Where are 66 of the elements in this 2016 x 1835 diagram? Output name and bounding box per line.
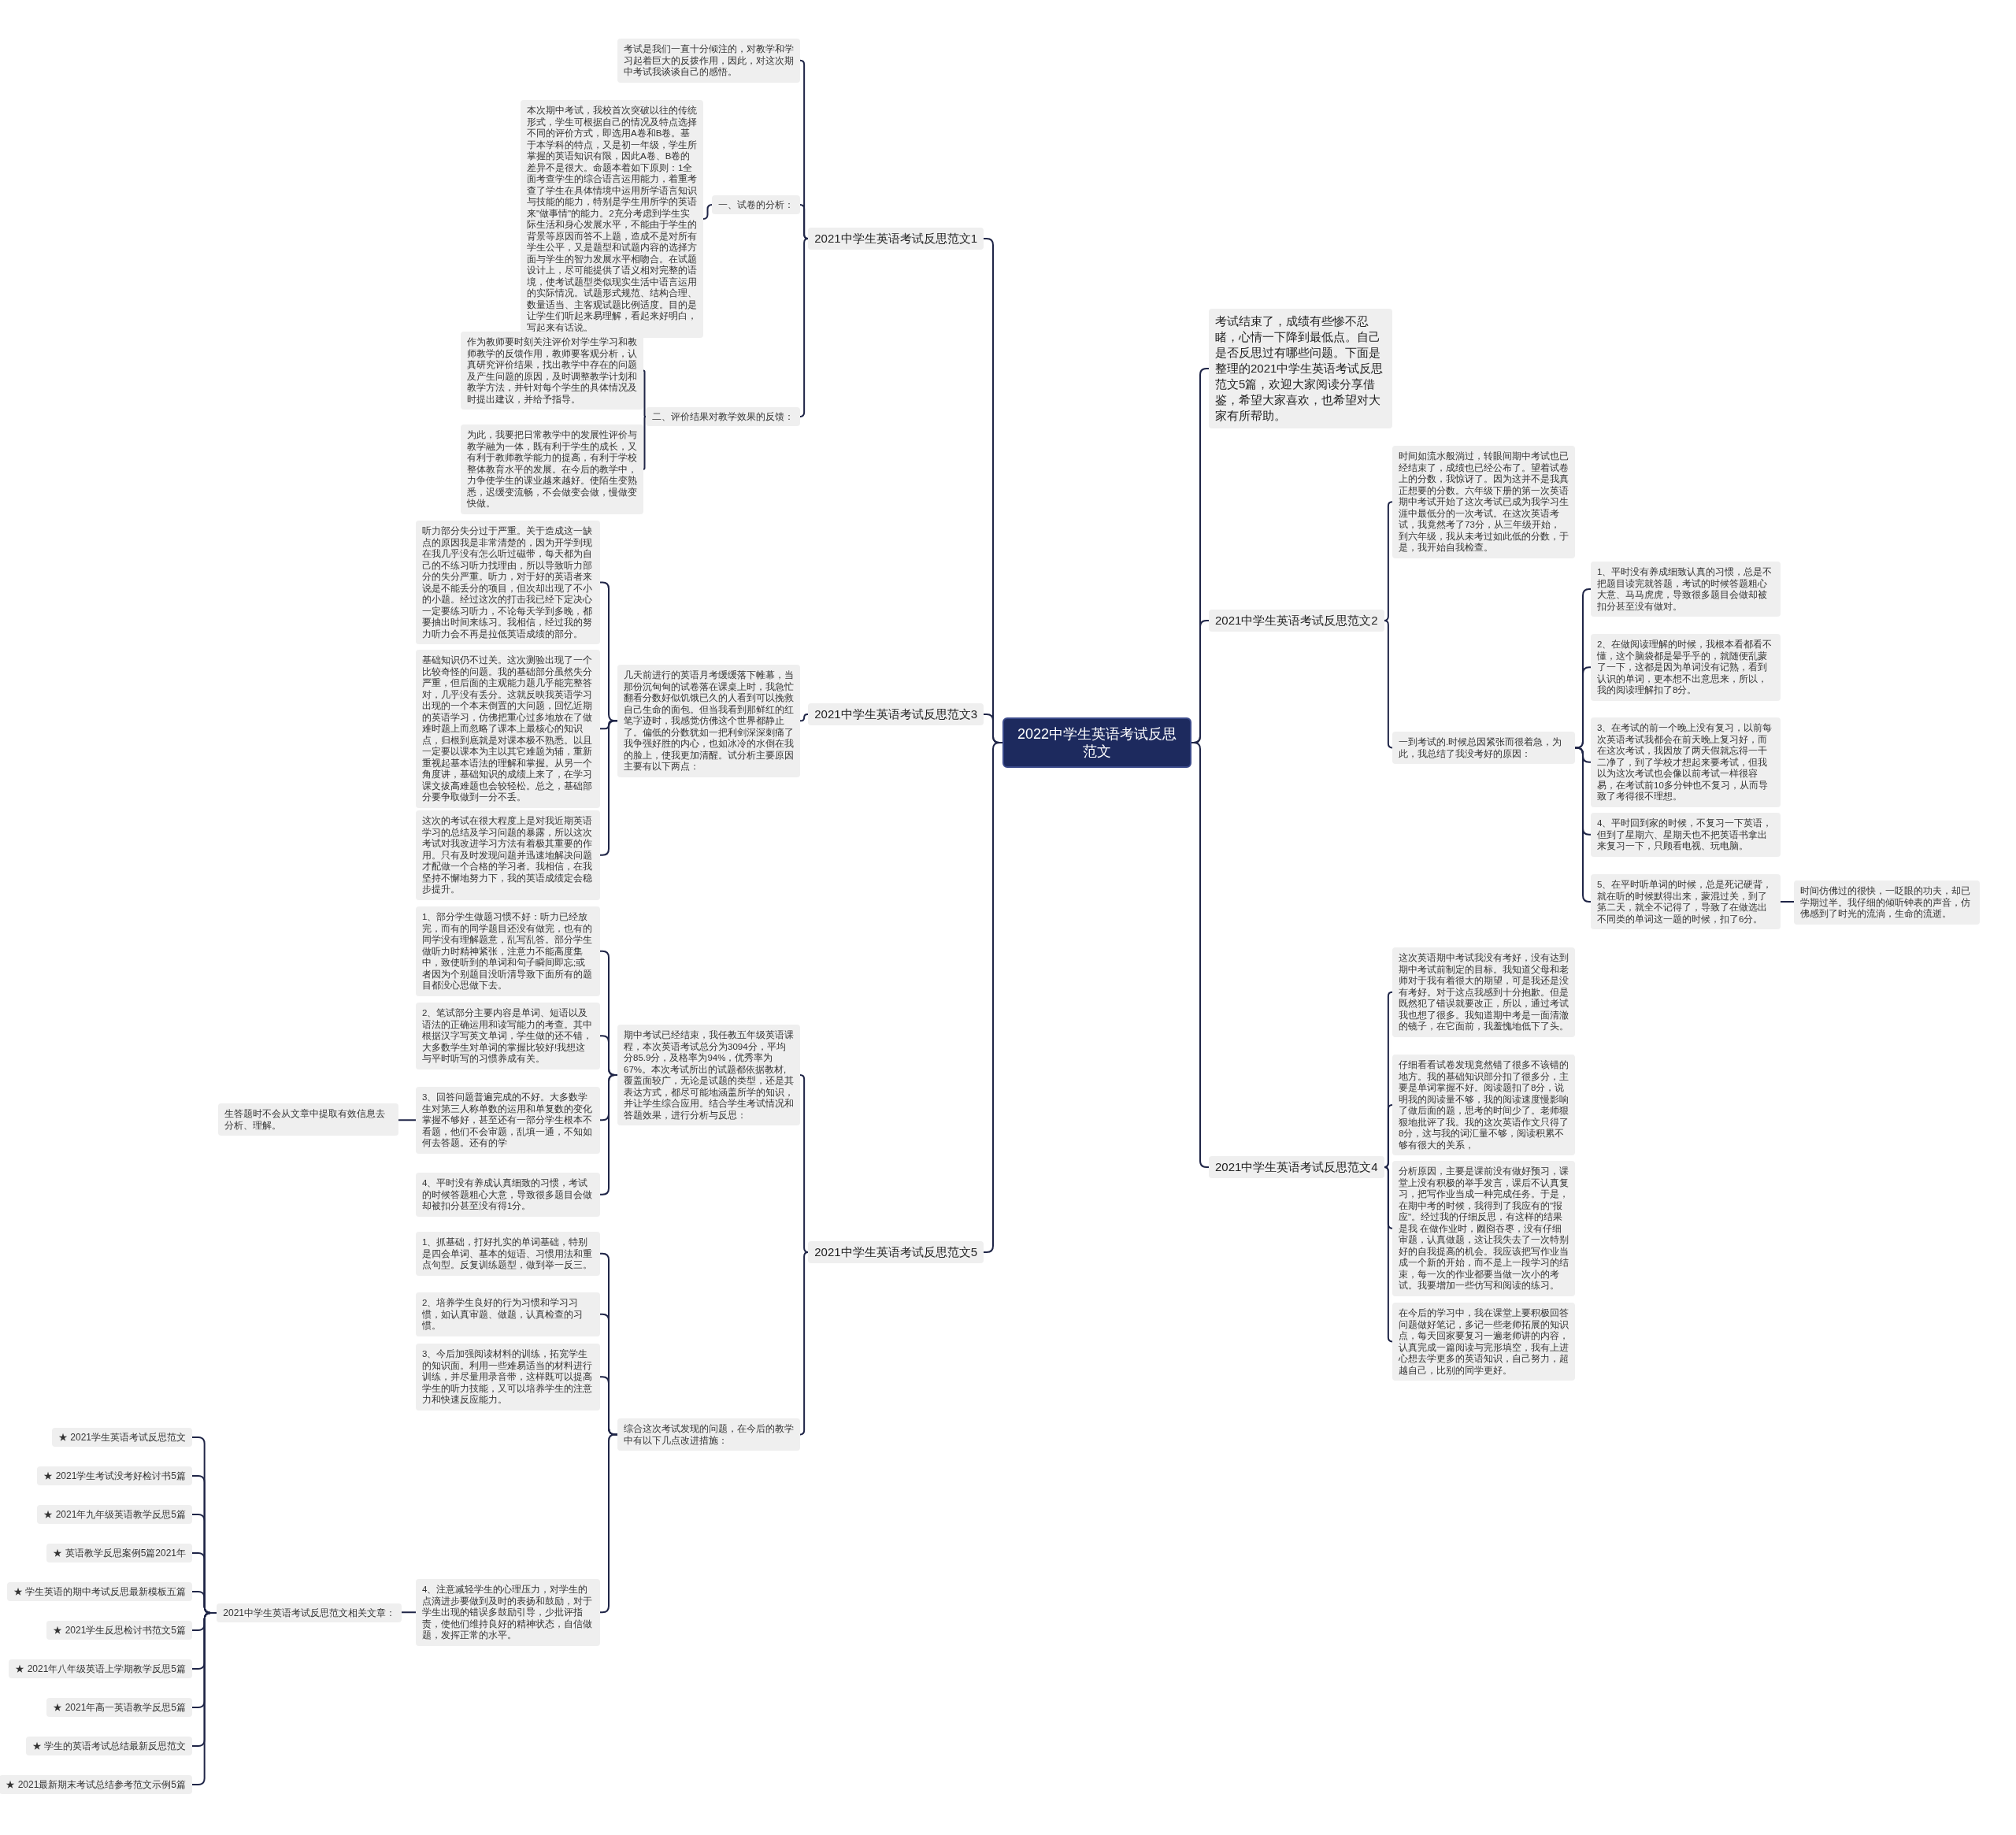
intro-note: 考试结束了，成绩有些惨不忍睹，心情一下降到最低点。自己是否反思过有哪些问题。下面是整理的2021中学生英语考试反思范文5篇，欢迎大家阅读分享借鉴，希望大家喜欢，也希望对大家有所帮助。	[1209, 309, 1392, 428]
text-note: 这次英语期中考试我没有考好，没有达到期中考试前制定的目标。我知道父母和老师对于我有着很大的期望，可是我还是没有考好。对于这点我感到十分抱歉。但是既然犯了错误就要改正，所以，通过考试我也想了很多。我知道期中考是一面清澈的镜子，在它面前，我羞愧地低下了头。	[1392, 947, 1575, 1037]
text-note: 分析原因，主要是课前没有做好预习，课堂上没有积极的举手发言，课后不认真复习，把写作业当成一种完成任务。于是，在期中考的时候，我得到了我应有的"报应"。经过我的仔细反思，有这样的结果是我 在做作业时，囫囵吞枣，没有仔细审题，认真做题，这让我失去了一次特别好的自我提高的机会。我应该把写作业当成一个新的开始，而不是上一段学习的结束，每一次的作业都要当做一次小的考试。我要增加一些仿写和阅读的练习。	[1392, 1161, 1575, 1296]
text-note: 4、平时没有养成认真细致的习惯，考试的时候答题粗心大意，导致很多题目会做却被扣分甚至没有得1分。	[416, 1173, 600, 1217]
text-note: 听力部分失分过于严重。关于造成这一缺点的原因我是非常清楚的，因为开学到现在我几乎没有怎么听过磁带，每天都为自己的不练习听力找理由，所以导致听力部分的失分严重。听力，对于好的英语者来说是不能丢分的项目，但次却出现了不小的小题。经过这次的打击我已经下定决心一定要练习听力，不论每天学到多晚，都要抽出时间来练习。我相信，经过我的努力听力会不再是拉低英语成绩的部分。	[416, 521, 600, 644]
text-note: 几天前进行的英语月考缓缓落下帷幕，当那份沉甸甸的试卷落在课桌上时，我急忙翻看分数好似饥饿已久的人看到可以挽救自己生命的面包。但当我看到那鲜红的红笔字迹时，我感觉仿佛这个世界都静止了。偏低的分数犹如一把利剑深深刺痛了我争强好胜的内心，也如冰冷的水倒在我的脸上，使我更加清醒。试分析主要原因主要有以下两点：	[617, 665, 800, 777]
connector-line	[702, 204, 713, 220]
text-note: 期中考试已经结束，我任教五年级英语课程，本次英语考试总分为3094分，平均分85.9分，及格率为94%，优秀率为67%。本次考试所出的试题都依据教材,覆盖面较广，无论是试题的类型，还是其表达方式，都尽可能地涵盖所学的知识，并让学生综合应用。结合学生考试情况和答题效果，进行分析与反思：	[617, 1025, 800, 1125]
topic-label: ★ 英语教学反思案例5篇2021年	[46, 1544, 192, 1563]
topic-label: ★ 2021年八年级英语上学期教学反思5篇	[9, 1659, 192, 1678]
branch-topic: 2021中学生英语考试反思范文4	[1209, 1156, 1384, 1178]
branch-topic: 2021中学生英语考试反思范文5	[808, 1241, 984, 1263]
text-note: 这次的考试在很大程度上是对我近期英语学习的总结及学习问题的暴露，所以这次考试对我改进学习方法有着极其重要的作用。只有及时发现问题并迅速地解决问题才配做一个合格的学习者。我相信，在我坚持不懈地努力下，我的英语成绩定会稳步提升。	[416, 810, 600, 900]
text-note: 4、平时回到家的时候，不复习一下英语，但到了星期六、星期天也不把英语书拿出来复习一下，只顾看电视、玩电脑。	[1591, 813, 1781, 857]
connector-line	[643, 416, 647, 470]
connector-line	[1383, 1166, 1393, 1343]
connector-line	[1574, 747, 1592, 903]
connector-line	[398, 1119, 417, 1121]
text-note: 3、在考试的前一个晚上没有复习，以前每次英语考试我都会在前天晚上复习好，而在这次考试，我因放了两天假就忘得一干二净了，到了学校才想起来要考试，但我以为这次考试也会像以前考试一样很容易，在考试前10多分钟也不复习，从而导致了考得很不理想。	[1591, 717, 1781, 807]
topic-label: ★ 学生英语的期中考试反思最新模板五篇	[6, 1582, 192, 1601]
text-note: 5、在平时听单词的时候，总是死记硬背，就在听的时候默得出来，蒙混过关，到了第二天，就全不记得了，导致了在做选出不同类的单词这一题的时候，扣了6分。	[1591, 874, 1781, 929]
text-note: 时间如流水般淌过，转眼间期中考试也已经结束了，成绩也已经公布了。望着试卷上的分数，我惊讶了。因为这并不是我真正想要的分数。六年级下册的第一次英语期中考试开始了这次考试已成为我学习生涯中最低分的一次考试。在这次英语考试，我竟然考了73分，从三年级开始，到六年级，我从未考过如此低的分数，于是，我开始自我检查。	[1392, 446, 1575, 558]
topic-label: ★ 2021学生考试没考好检讨书5篇	[37, 1466, 192, 1485]
text-note: 1、部分学生做题习惯不好：听力已经放完，而有的同学题目还没有做完，也有的同学没有理解题意，乱写乱答。部分学生做听力时精神紧张，注意力不能高度集中，致使听到的单词和句子瞬间即忘;或者因为个别题目没听清导致下面所有的题目都没心思做下去。	[416, 906, 600, 996]
text-note: 2、笔试部分主要内容是单词、短语以及语法的正确运用和读写能力的考查。其中根据汉字写英文单词，学生做的还不错，大多数学生对单词的掌握比较好!我想这与平时听写的习惯养成有关。	[416, 1003, 600, 1069]
text-note: 基础知识仍不过关。这次测验出现了一个比较奇怪的问题。我的基础部分虽然失分严重，但后面的主观能力题几乎能完整答对，几乎没有丢分。这就反映我英语学习出现的一个本末倒置的大问题，回忆近期的英语学习，仿佛把重心过多地放在了做难时题上而忽略了课本上最核心的知识点，归根到底就是对课本极不熟悉。以且一定要以课本为主以其它难题为辅，重新重视起基本语法的理解和掌握。从另一个角度讲，基础知识的成绩上来了，在学习课文拔高难题也会较轻松。总之，基础部分要争取做到一分不丢。	[416, 650, 600, 808]
connector-line	[643, 369, 647, 417]
topic-label: ★ 2021年九年级英语教学反思5篇	[37, 1505, 192, 1524]
text-note: 作为教师要时刻关注评价对学生学习和教师教学的反馈作用，教师要客观分析，认真研究评价结果，找出教学中存在的问题及产生问题的原因，及时调整教学计划和教学方法，并针对每个学生的具体情况及时提出建议，并给予指导。	[461, 332, 643, 410]
text-note: 为此，我要把日常教学中的发展性评价与教学融为一体，既有利于学生的成长，又有利于教师教学能力的提高，有利于学校整体教育水平的发展。在今后的教学中，力争使学生的课业越来越好。使陌生变熟悉，迟缓变流畅，不会做变会做，慢做变快做。	[461, 424, 643, 514]
text-note: 2、培养学生良好的行为习惯和学习习惯，如认真审题、做题，认真检查的习惯。	[416, 1292, 600, 1336]
topic-label: ★ 2021年高一英语教学反思5篇	[46, 1698, 192, 1717]
text-note: 生答题时不会从文章中提取有效信息去分析、理解。	[218, 1103, 398, 1136]
connector-line	[799, 238, 810, 417]
topic-label: ★ 2021最新期末考试总结参考范文示例5篇	[0, 1775, 192, 1794]
connector-line	[1574, 666, 1592, 749]
text-note: 1、抓基础，打好扎实的单词基础，特别是四会单词、基本的短语、习惯用法和重点句型。反复训练题型，做到举一反三。	[416, 1232, 600, 1276]
topic-label: ★ 2021学生反思检讨书范文5篇	[46, 1621, 192, 1640]
topic-label: ★ 2021学生英语考试反思范文	[51, 1428, 192, 1447]
text-note: 一到考试的.时候总因紧张而很着急，为此，我总结了我没考好的原因：	[1392, 732, 1575, 764]
connector-line	[1383, 620, 1393, 749]
text-note: 时间仿佛过的很快，一眨眼的功夫，却已学期过半。我仔细的倾听钟表的声音，仿佛感到了时光的流淌，生命的流逝。	[1794, 880, 1980, 925]
text-note: 2、在做阅读理解的时候，我根本看都看不懂，这个脑袋都是晕乎乎的，就随便乱蒙了一下，这都是因为单词没有记熟，看到认识的单词，更本想不出意思来，所以，我的阅读理解扣了8分。	[1591, 634, 1781, 701]
topic-label: 二、评价结果对教学效果的反馈：	[646, 407, 800, 426]
connector-line	[1780, 901, 1795, 903]
connector-line	[799, 714, 810, 722]
branch-topic: 2021中学生英语考试反思范文3	[808, 703, 984, 725]
connector-line	[191, 1612, 218, 1785]
text-note: 综合这次考试发现的问题，在今后的教学中有以下几点改进措施：	[617, 1418, 800, 1451]
branch-topic: 2021中学生英语考试反思范文2	[1209, 610, 1384, 632]
text-note: 3、回答问题普遍完成的不好。大多数学生对第三人称单数的运用和单复数的变化掌握不够好，甚至还有一部分学生根本不看题，他们不会审题，乱填一通，不知如何去答题。还有的学	[416, 1087, 600, 1154]
topic-label: 2021中学生英语考试反思范文相关文章：	[217, 1603, 402, 1622]
text-note: 4、注意减轻学生的心理压力，对学生的点滴进步要做到及时的表扬和鼓励，对于学生出现的错误多鼓励引导，少批评指责，使他们维持良好的精神状态，自信做题，发挥正常的水平。	[416, 1579, 600, 1646]
text-note: 在今后的学习中，我在课堂上要积极回答问题做好笔记，多记一些老师拓展的知识点，每天回家要复习一遍老师讲的内容，认真完成一篇阅读与完形填空，我有上进心想去学更多的英语知识，自己努力，超越自己，比别的同学更好。	[1392, 1303, 1575, 1381]
topic-label: 一、试卷的分析：	[712, 195, 800, 214]
text-note: 3、今后加强阅读材料的训练，拓宽学生的知识面。利用一些难易适当的材料进行训练，并尽量用录音带，这样既可以提高学生的听力技能，又可以培养学生的注意力和快速反应能力。	[416, 1344, 600, 1411]
connector-line	[401, 1611, 417, 1614]
text-note: 仔细看看试卷发现竟然错了很多不该错的地方。我的基础知识部分扣了很多分，主要是单词掌握不好。阅读题扣了8分，说明我的阅读量不够，我的阅读速度慢影响了做后面的题，思考的时间少了。老师狠狠地批评了我。我的这次英语作文只得了8分，这与我的词汇量不够，阅读积累不够有很大的关系，	[1392, 1055, 1575, 1155]
connector-line	[799, 1251, 810, 1436]
root-topic: 2022中学生英语考试反思范文	[1002, 717, 1191, 768]
connector-line	[599, 1433, 618, 1614]
topic-label: ★ 学生的英语考试总结最新反思范文	[25, 1737, 192, 1755]
connector-line	[599, 720, 618, 856]
text-note: 考试是我们一直十分倾注的，对教学和学习起着巨大的反拨作用，因此，对这次期中考试我谈谈自己的感悟。	[617, 39, 800, 83]
branch-topic: 2021中学生英语考试反思范文1	[808, 228, 984, 250]
text-note: 1、平时没有养成细致认真的习惯，总是不把题目读完就答题，考试的时候答题粗心大意、马马虎虎，导致很多题目会做却被扣分甚至没有做对。	[1591, 562, 1781, 617]
